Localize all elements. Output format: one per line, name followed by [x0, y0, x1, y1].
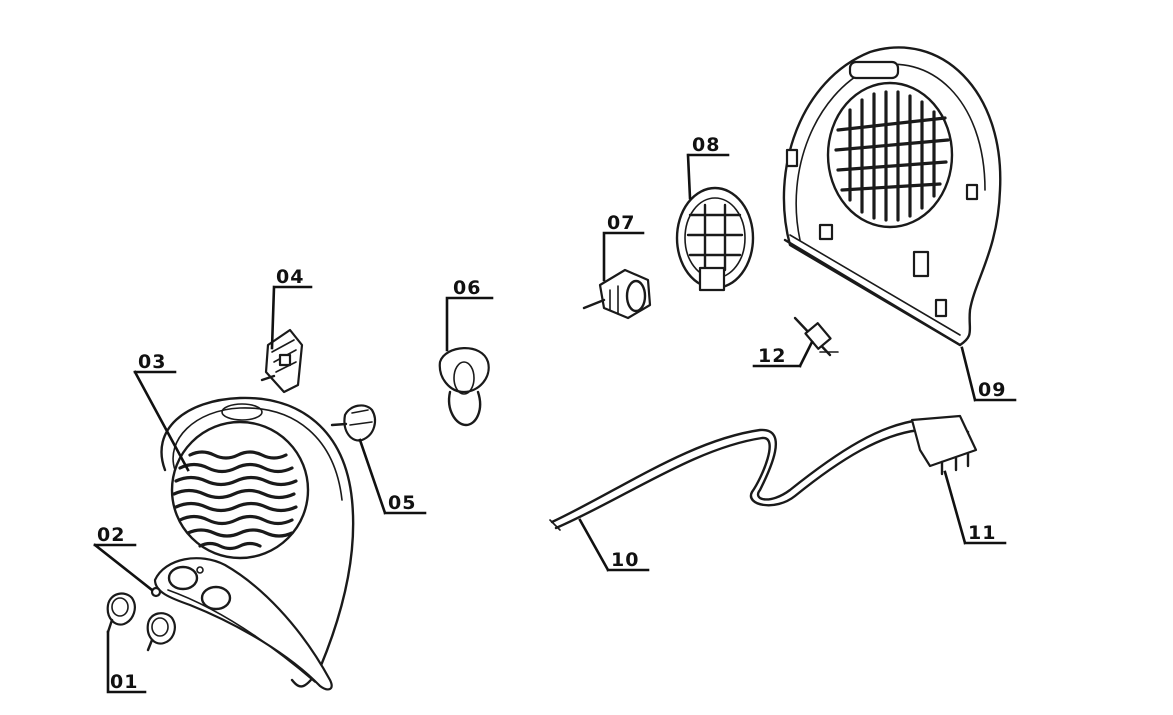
label-05: 05	[388, 492, 416, 514]
indicator-light	[150, 586, 162, 598]
label-08: 08	[692, 134, 720, 156]
part-labels: 01 02 03 04 05 06 07 08 09 10 11 12	[97, 134, 1006, 693]
label-04: 04	[276, 266, 304, 288]
rear-grill	[834, 90, 950, 222]
label-10: 10	[611, 549, 639, 571]
knobs	[106, 592, 176, 652]
front-grill	[172, 450, 298, 551]
label-12: 12	[758, 345, 786, 367]
switch-assembly	[260, 328, 304, 394]
motor	[582, 268, 652, 320]
rear-housing	[782, 46, 1002, 347]
fan-blade	[438, 347, 490, 427]
plug	[910, 414, 978, 476]
power-cable	[549, 418, 970, 531]
label-03: 03	[138, 351, 166, 373]
thermostat	[330, 404, 377, 442]
label-11: 11	[968, 522, 996, 544]
label-01: 01	[110, 671, 138, 693]
leader-lines	[93, 153, 1017, 694]
label-07: 07	[607, 212, 635, 234]
front-housing	[153, 396, 355, 691]
fuse	[793, 316, 839, 357]
label-09: 09	[978, 379, 1006, 401]
label-02: 02	[97, 524, 125, 546]
label-06: 06	[453, 277, 481, 299]
heating-element	[675, 186, 755, 292]
